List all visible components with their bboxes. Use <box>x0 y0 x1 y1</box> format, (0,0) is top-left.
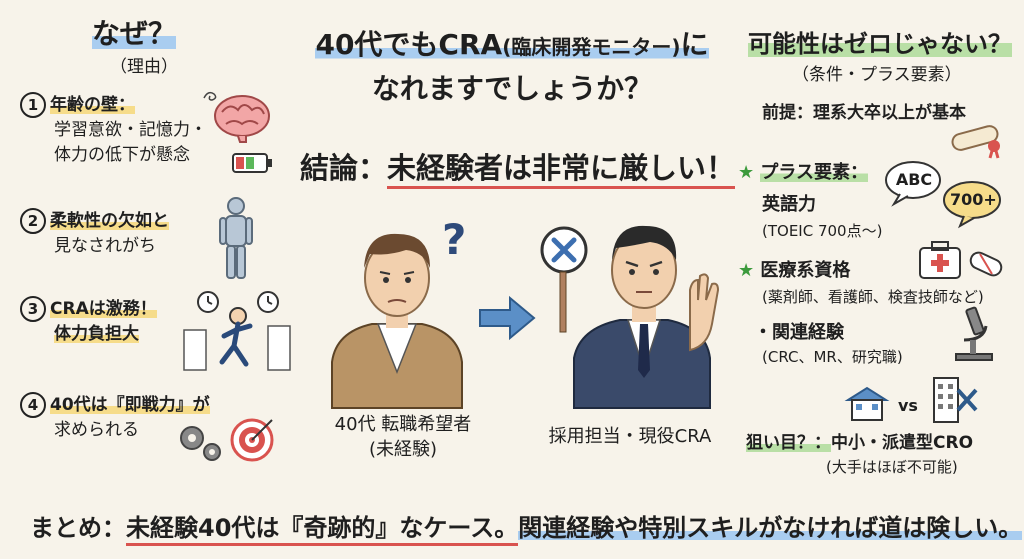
microscope-icon <box>955 306 993 361</box>
dizzy-icon <box>203 91 217 101</box>
reason-number: 4 <box>20 392 46 418</box>
stiff-person-icon <box>219 197 253 279</box>
bubble-700-text: 700+ <box>950 190 997 209</box>
speech-bubble-700-icon <box>943 181 1001 229</box>
medical-qualification: ★ 医療系資格 <box>738 260 851 281</box>
medical-qualification-detail: (薬剤師、看護師、検査技師など) <box>762 288 984 306</box>
reason-number: 1 <box>20 92 46 118</box>
busy-worker-icon <box>183 291 291 371</box>
related-experience-detail: (CRC、MR、研究職) <box>762 348 903 366</box>
question-mark-icon: ? <box>442 215 466 264</box>
speech-bubble-abc-icon <box>885 161 941 207</box>
premise: 前提：理系大卒以上が基本 <box>762 103 966 123</box>
main-title: 40代でもCRA(臨床開発モニター)に なれますでしょうか？ <box>315 28 709 105</box>
recruiter-illustration <box>540 225 720 409</box>
brain-icon <box>214 95 270 143</box>
applicant-caption: 40代 転職希望者 (未経験) <box>334 414 472 460</box>
summary: まとめ：未経験40代は『奇跡的』なケース。関連経験や特別スキルがなければ道は険し… <box>30 508 1023 546</box>
reason-number: 2 <box>20 208 46 234</box>
possibility-subtitle: （条件・プラス要素） <box>792 65 962 85</box>
recruiter-caption: 採用担当・現役CRA <box>548 426 712 447</box>
low-battery-icon <box>232 153 272 173</box>
vs-label: vs <box>898 396 918 415</box>
small-company-icon <box>844 386 890 421</box>
target-market-detail: (大手はほぼ不可能) <box>826 458 958 476</box>
first-aid-kit-icon <box>919 241 961 279</box>
star-icon: ★ <box>738 260 755 281</box>
reason-number: 3 <box>20 296 46 322</box>
applicant-illustration <box>331 233 463 409</box>
star-icon: ★ <box>738 162 755 183</box>
why-title: なぜ？ <box>92 12 177 52</box>
conclusion: 結論：未経験者は非常に厳しい！ <box>300 145 736 189</box>
pill-icon <box>969 251 1003 277</box>
gears-icon <box>180 426 221 461</box>
target-market: 狙い目？：中小・派遣型CRO <box>746 433 974 453</box>
english-skill-detail: (TOEIC 700点〜) <box>762 222 883 240</box>
svg-text:?: ? <box>442 215 466 264</box>
possibility-title: 可能性はゼロじゃない？ <box>748 24 1012 59</box>
related-experience: ・関連経験 <box>754 322 844 343</box>
why-subtitle: （理由） <box>110 57 178 77</box>
bubble-abc-text: ABC <box>895 170 933 189</box>
plus-elements-title: ★ プラス要素： <box>738 162 869 183</box>
target-icon <box>230 418 274 462</box>
arrow-right-icon <box>479 295 536 341</box>
large-company-icon <box>933 377 978 423</box>
english-skill: 英語力 <box>762 194 816 215</box>
diploma-icon <box>951 125 1000 159</box>
